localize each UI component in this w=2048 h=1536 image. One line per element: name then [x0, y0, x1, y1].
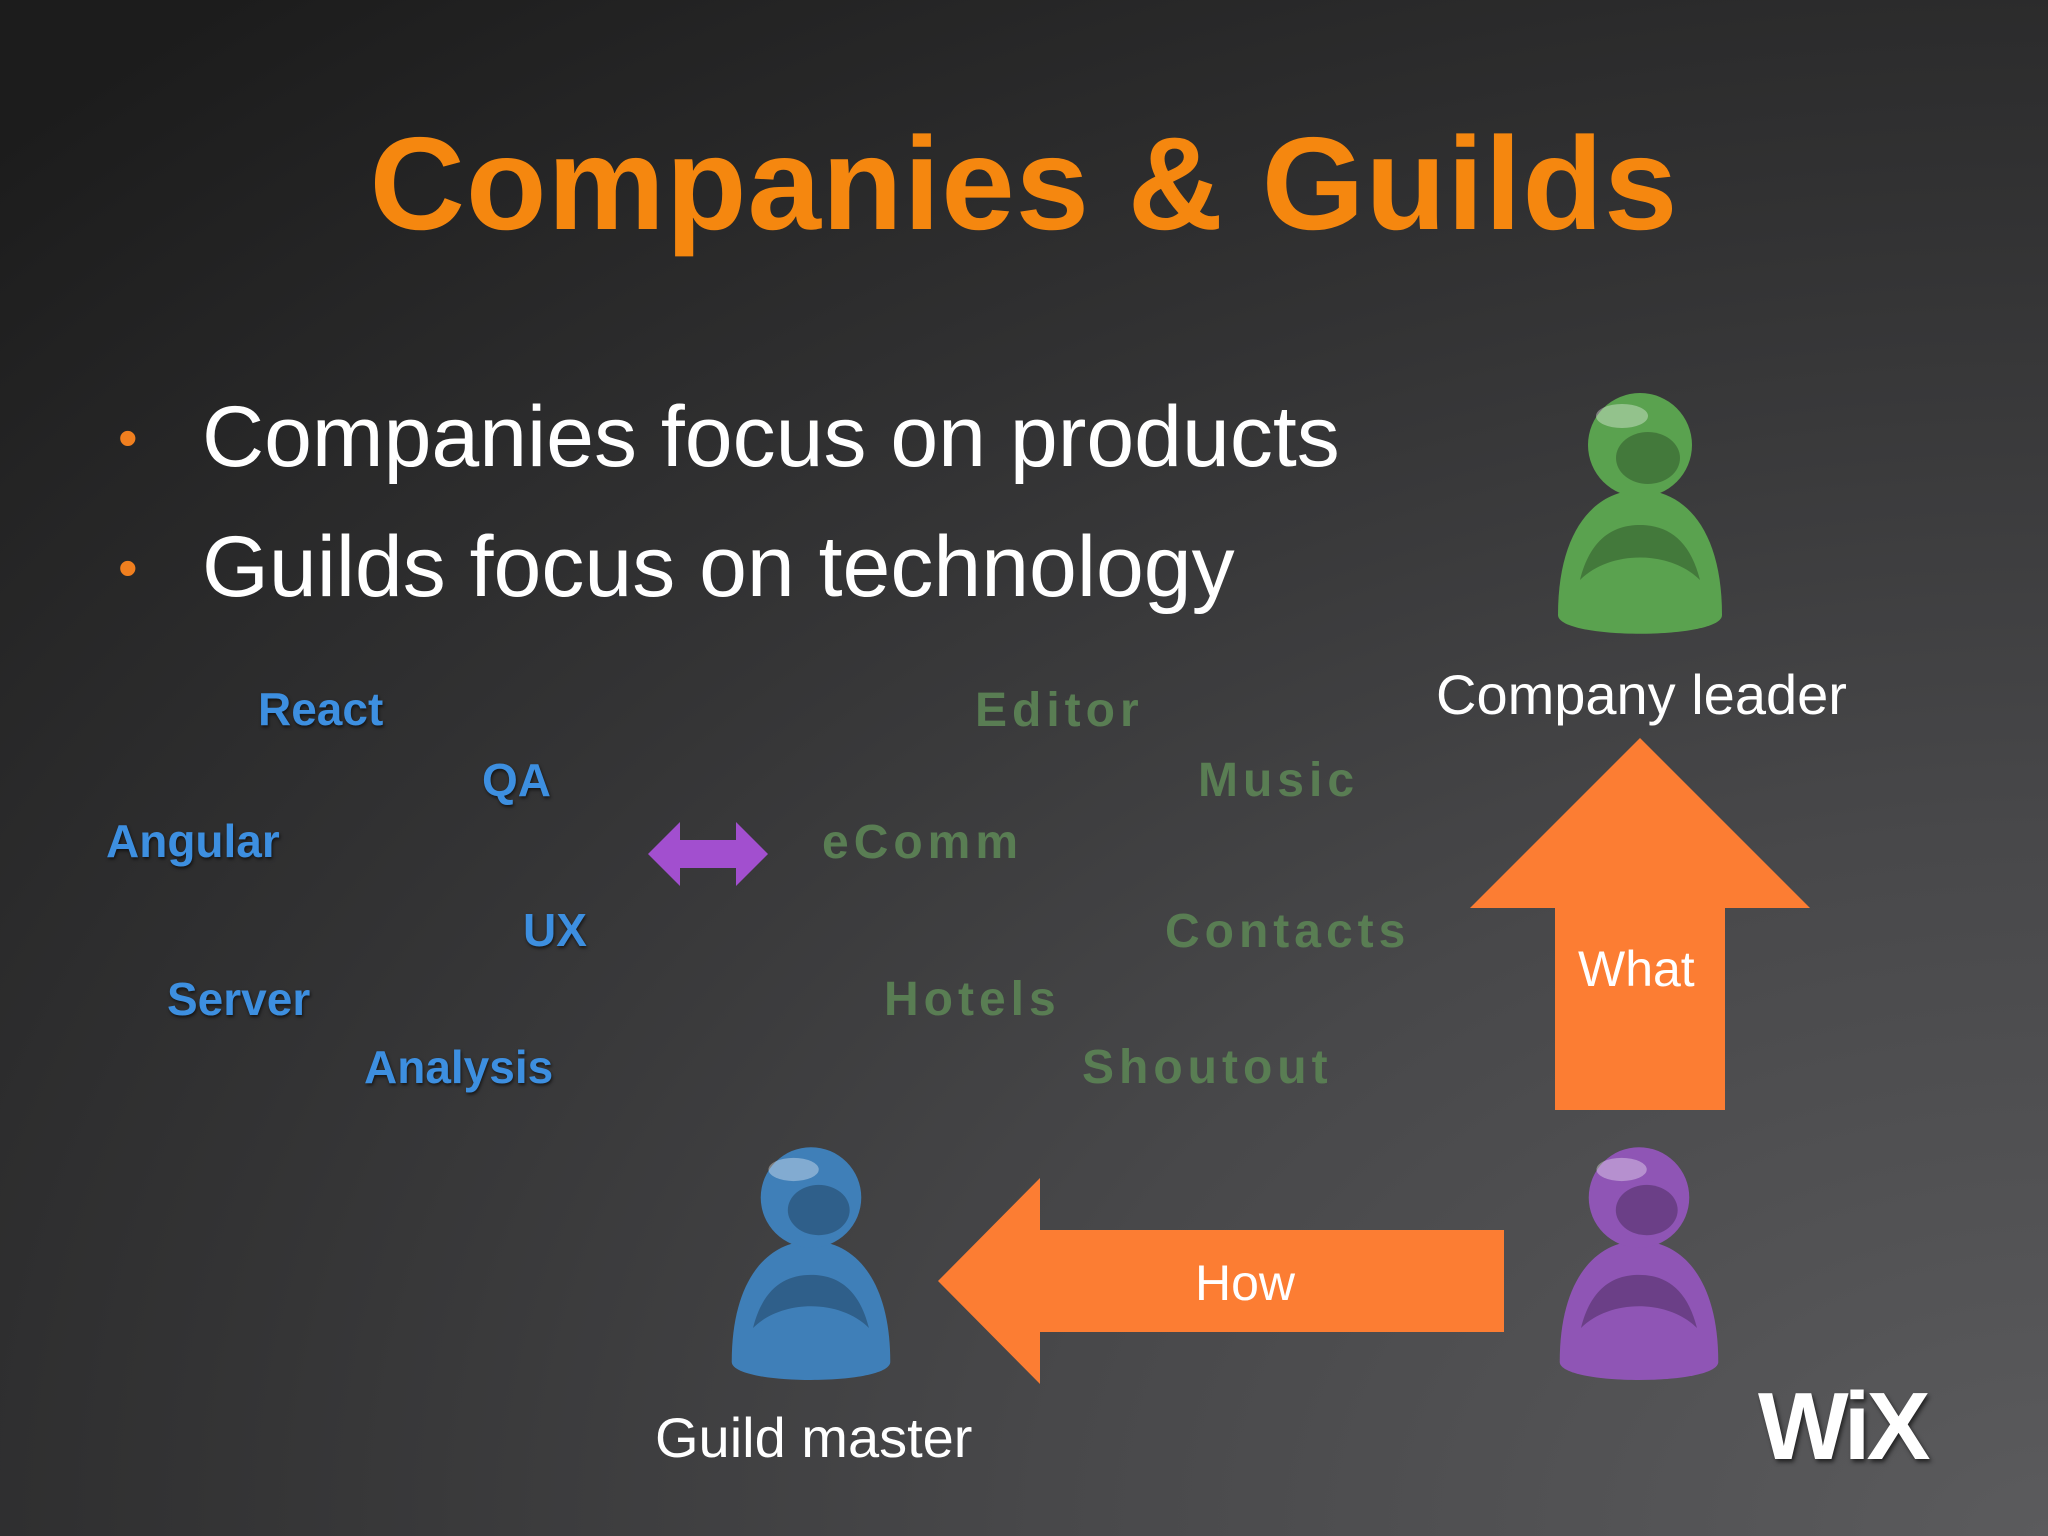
bullet-item: • Companies focus on products	[118, 372, 1340, 502]
double-arrow-icon	[648, 822, 768, 886]
product-label-hotels: Hotels	[884, 973, 1061, 1026]
product-label-editor: Editor	[975, 684, 1144, 737]
guild-label-react: React	[258, 683, 384, 735]
guild-master-label: Guild master	[655, 1406, 973, 1469]
bullet-text: Companies focus on products	[202, 388, 1340, 485]
guild-label-analysis: Analysis	[364, 1041, 554, 1093]
company-member-person-icon	[1559, 1147, 1719, 1380]
guild-label-ux: UX	[523, 904, 587, 956]
product-label-music: Music	[1198, 754, 1360, 807]
product-label-shoutout: Shoutout	[1082, 1041, 1333, 1094]
company-leader-label: Company leader	[1436, 663, 1847, 726]
bullet-dot-icon: •	[118, 535, 138, 599]
guild-master-person-icon	[731, 1147, 891, 1380]
what-label: What	[1578, 941, 1695, 997]
up-arrow-icon	[1470, 738, 1810, 1110]
slide-title: Companies & Guilds	[369, 110, 1679, 257]
guild-label-qa: QA	[482, 754, 551, 806]
company-leader-person-icon	[1558, 393, 1722, 634]
bullet-dot-icon: •	[118, 405, 138, 469]
guild-label-server: Server	[167, 973, 311, 1025]
bullet-text: Guilds focus on technology	[202, 518, 1235, 615]
how-label: How	[1195, 1255, 1296, 1311]
wix-logo: WiX	[1758, 1373, 1930, 1480]
bullet-list: • Companies focus on products • Guilds f…	[118, 372, 1340, 632]
guild-label-angular: Angular	[106, 815, 280, 867]
bullet-item: • Guilds focus on technology	[118, 502, 1340, 632]
left-arrow-icon	[938, 1178, 1504, 1384]
product-label-ecomm: eComm	[822, 816, 1024, 869]
product-label-contacts: Contacts	[1165, 905, 1411, 958]
